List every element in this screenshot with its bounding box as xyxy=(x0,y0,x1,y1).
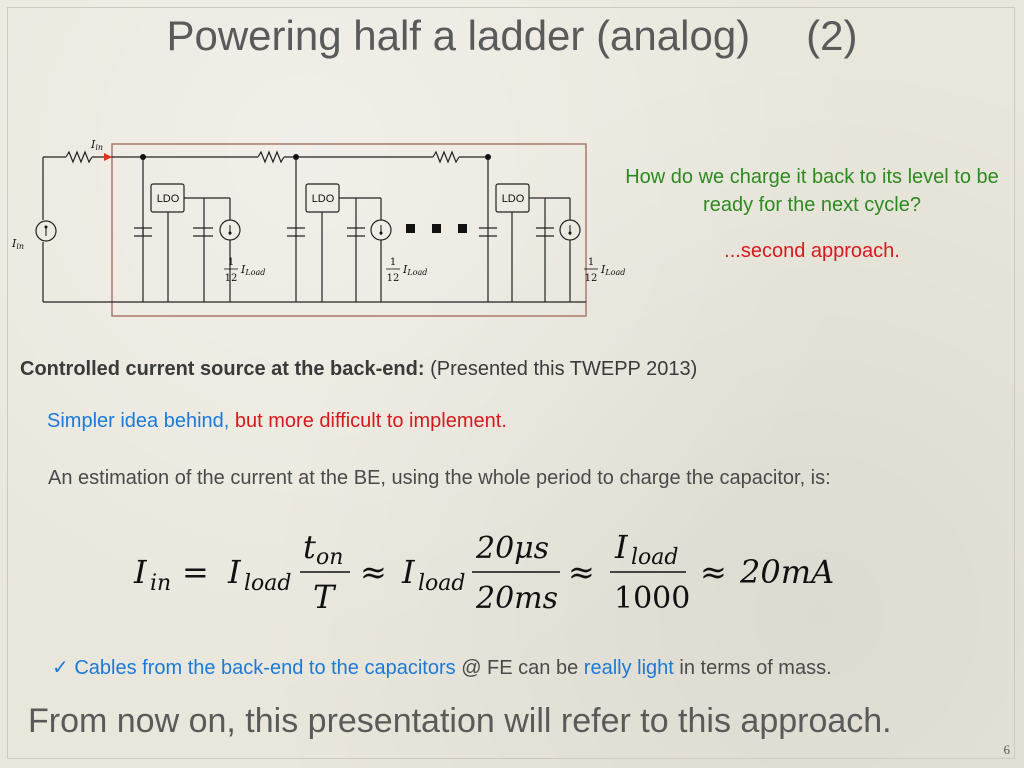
iin-label-left: Iin xyxy=(11,237,24,251)
svg-text:12: 12 xyxy=(225,273,238,284)
svg-text:load: load xyxy=(244,571,291,596)
current-formula: I in = I load t on T ≈ I load 20μs 20ms … xyxy=(133,528,834,616)
slide-title: Powering half a ladder (analog) (2) xyxy=(0,12,1024,60)
resistor-2 xyxy=(257,150,285,164)
svg-text:t: t xyxy=(303,528,316,566)
svg-text:ILoad: ILoad xyxy=(402,263,427,277)
controlled-source-note: (Presented this TWEPP 2013) xyxy=(424,358,698,380)
iin-label-top: Iin xyxy=(90,138,103,152)
svg-text:1: 1 xyxy=(588,257,594,268)
ldo-label-1: LDO xyxy=(157,193,180,205)
svg-text:20mA: 20mA xyxy=(739,553,834,591)
ellipsis-square-1 xyxy=(406,224,415,233)
title-number: (2) xyxy=(806,12,858,59)
svg-text:I: I xyxy=(227,553,242,591)
simpler-idea-text: Simpler idea behind, xyxy=(47,410,230,432)
load-label-2: 1 12 ILoad xyxy=(386,257,427,284)
cables-text: Cables from the back-end to the capacito… xyxy=(74,657,456,679)
question-text: How do we charge it back to its level to… xyxy=(625,166,999,216)
power-domain-box xyxy=(111,143,587,317)
cables-end-text: in terms of mass. xyxy=(673,657,832,679)
input-current-source xyxy=(35,220,57,242)
svg-text:20ms: 20ms xyxy=(475,581,558,616)
slide-frame xyxy=(7,7,1015,759)
svg-text:ILoad: ILoad xyxy=(240,263,265,277)
svg-text:12: 12 xyxy=(585,273,598,284)
svg-text:load: load xyxy=(418,571,465,596)
resistor-3 xyxy=(432,150,460,164)
title-text: Powering half a ladder (analog) xyxy=(166,12,751,59)
svg-text:on: on xyxy=(316,545,343,570)
conclusion-text: From now on, this presentation will refe… xyxy=(28,702,892,740)
page-number: 6 xyxy=(1003,742,1011,757)
input-resistor xyxy=(65,150,93,164)
circuit-diagram: LDO LDO LDO Iin Iin 1 12 ILoad 1 12 ILoa… xyxy=(11,138,625,317)
svg-text:in: in xyxy=(150,571,171,596)
svg-text:≈: ≈ xyxy=(568,553,595,591)
svg-text:I: I xyxy=(614,528,629,566)
load-label-1: 1 12 ILoad xyxy=(224,257,265,284)
svg-text:20μs: 20μs xyxy=(475,531,549,566)
ellipsis-square-3 xyxy=(458,224,467,233)
ldo-label-2: LDO xyxy=(312,193,335,205)
svg-text:1000: 1000 xyxy=(614,581,690,616)
difficult-text: but more difficult to implement. xyxy=(229,410,507,432)
cables-line: ✓ Cables from the back-end to the capaci… xyxy=(52,655,832,680)
approach-text: ...second approach. xyxy=(724,240,900,262)
ellipsis-square-2 xyxy=(432,224,441,233)
svg-text:12: 12 xyxy=(387,273,400,284)
current-arrow xyxy=(104,153,112,161)
svg-text:I: I xyxy=(133,553,148,591)
svg-text:1: 1 xyxy=(390,257,396,268)
load-label-3: 1 12 ILoad xyxy=(584,257,625,284)
really-light-text: really light xyxy=(583,657,674,679)
simpler-idea-line: Simpler idea behind, but more difficult … xyxy=(47,410,507,433)
svg-text:T: T xyxy=(313,578,337,616)
controlled-source-heading: Controlled current source at the back-en… xyxy=(20,358,425,380)
svg-text:I: I xyxy=(401,553,416,591)
svg-text:≈: ≈ xyxy=(700,553,727,591)
controlled-source-line: Controlled current source at the back-en… xyxy=(20,358,697,381)
checkmark-icon: ✓ xyxy=(52,657,69,679)
svg-text:load: load xyxy=(631,545,678,570)
estimation-text: An estimation of the current at the BE, … xyxy=(48,467,831,489)
svg-text:≈: ≈ xyxy=(360,553,387,591)
svg-text:=: = xyxy=(182,553,209,591)
cables-mid-text: @ FE can be xyxy=(455,657,584,679)
ldo-label-3: LDO xyxy=(502,193,525,205)
svg-text:ILoad: ILoad xyxy=(600,263,625,277)
svg-text:1: 1 xyxy=(228,257,234,268)
